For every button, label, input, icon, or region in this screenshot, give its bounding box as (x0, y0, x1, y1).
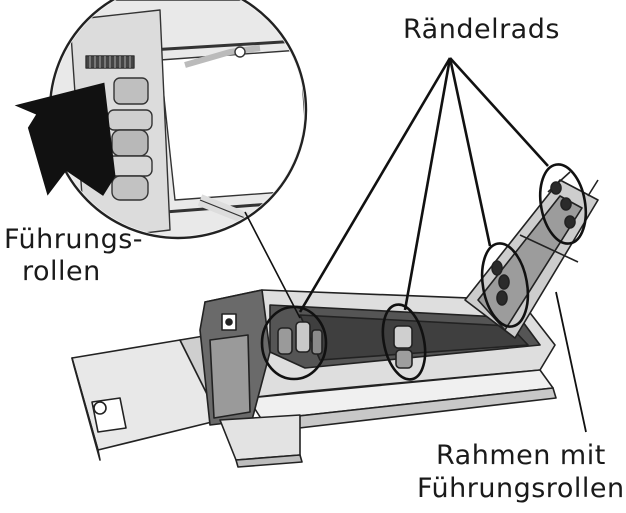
arrow-icon (14, 82, 116, 196)
callouts (244, 57, 588, 433)
magnifier-inset (14, 0, 308, 240)
frame-label-line1: Rahmen mit (436, 440, 606, 471)
guide-rollers-label-line1: Führungs- (4, 224, 144, 255)
frame-label-line2: Führungsrollen (417, 473, 625, 504)
callout-ellipse-4 (538, 163, 588, 245)
knurled-wheels-label: Rändelrads (403, 14, 560, 45)
callout-ellipse-1 (260, 305, 328, 381)
callout-ellipse-3 (480, 242, 530, 328)
callout-ellipse-2 (381, 303, 427, 381)
guide-rollers-label-line2: rollen (22, 256, 101, 287)
scanner-body (71, 171, 599, 468)
